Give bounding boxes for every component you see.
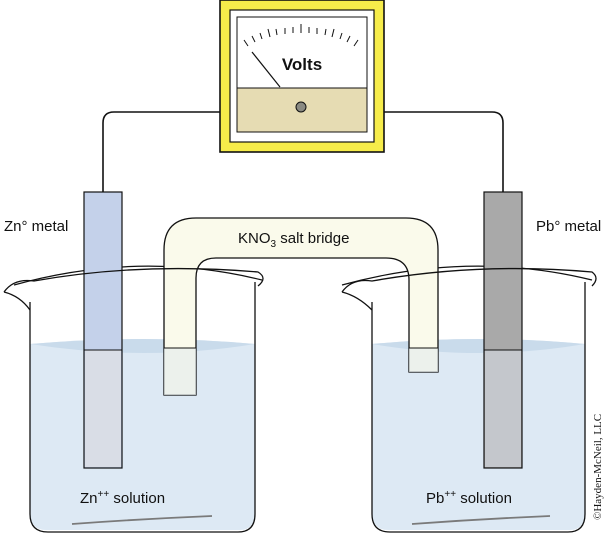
beaker-left-back-rim — [13, 265, 263, 286]
salt-bridge-label: KNO3 salt bridge — [238, 230, 349, 250]
salt-bridge-right-submerged — [409, 348, 438, 372]
beaker-left-glass — [3, 267, 264, 533]
voltmeter-scale-ticks — [243, 24, 359, 47]
zn-solution-label: Zn++ solution — [80, 489, 165, 507]
zn-solution-label-ion: Zn — [80, 490, 98, 507]
pb-solution-label: Pb++ solution — [426, 489, 512, 507]
pb-metal-label: Pb° metal — [536, 218, 601, 235]
pb-solution-label-ion: Pb — [426, 490, 444, 507]
pb-solution-label-text: solution — [456, 490, 512, 507]
zinc-electrode-submerged — [85, 350, 121, 467]
beaker-left-spout — [3, 291, 31, 311]
voltmeter-label: Volts — [282, 55, 322, 74]
zn-solution-label-text: solution — [109, 490, 165, 507]
copyright-notice: ©Hayden-McNeil, LLC — [592, 414, 604, 520]
salt-bridge-label-text: salt bridge — [276, 230, 349, 247]
voltmeter-pivot — [295, 101, 307, 113]
lead-electrode — [483, 191, 523, 469]
salt-bridge — [163, 217, 439, 396]
voltmeter-face — [236, 16, 368, 133]
beaker-right-back-rim — [341, 265, 593, 286]
salt-bridge-left-submerged — [164, 348, 196, 395]
beaker-left-wall — [29, 282, 256, 533]
beaker-right-solution — [372, 339, 585, 530]
beaker-right-front-rim — [341, 267, 597, 293]
beaker-right-spout — [341, 291, 373, 311]
wire-right — [384, 111, 504, 192]
voltmeter: Volts — [219, 0, 385, 153]
wire-left — [102, 111, 220, 192]
voltmeter-needle — [251, 51, 281, 88]
salt-bridge-label-formula: KNO — [238, 230, 271, 247]
pb-solution-label-charge: ++ — [444, 489, 456, 500]
zn-metal-label: Zn° metal — [4, 218, 68, 235]
beaker-right-base-highlight — [411, 515, 551, 525]
zn-solution-label-charge: ++ — [98, 489, 110, 500]
lead-electrode-submerged — [485, 350, 521, 467]
beaker-left-front-rim — [3, 267, 264, 293]
salt-bridge-label-subscript: 3 — [271, 239, 277, 250]
beaker-right-glass — [341, 267, 597, 533]
zinc-electrode — [83, 191, 123, 469]
beaker-right-wall — [371, 282, 586, 533]
beaker-left-base-highlight — [71, 515, 213, 525]
